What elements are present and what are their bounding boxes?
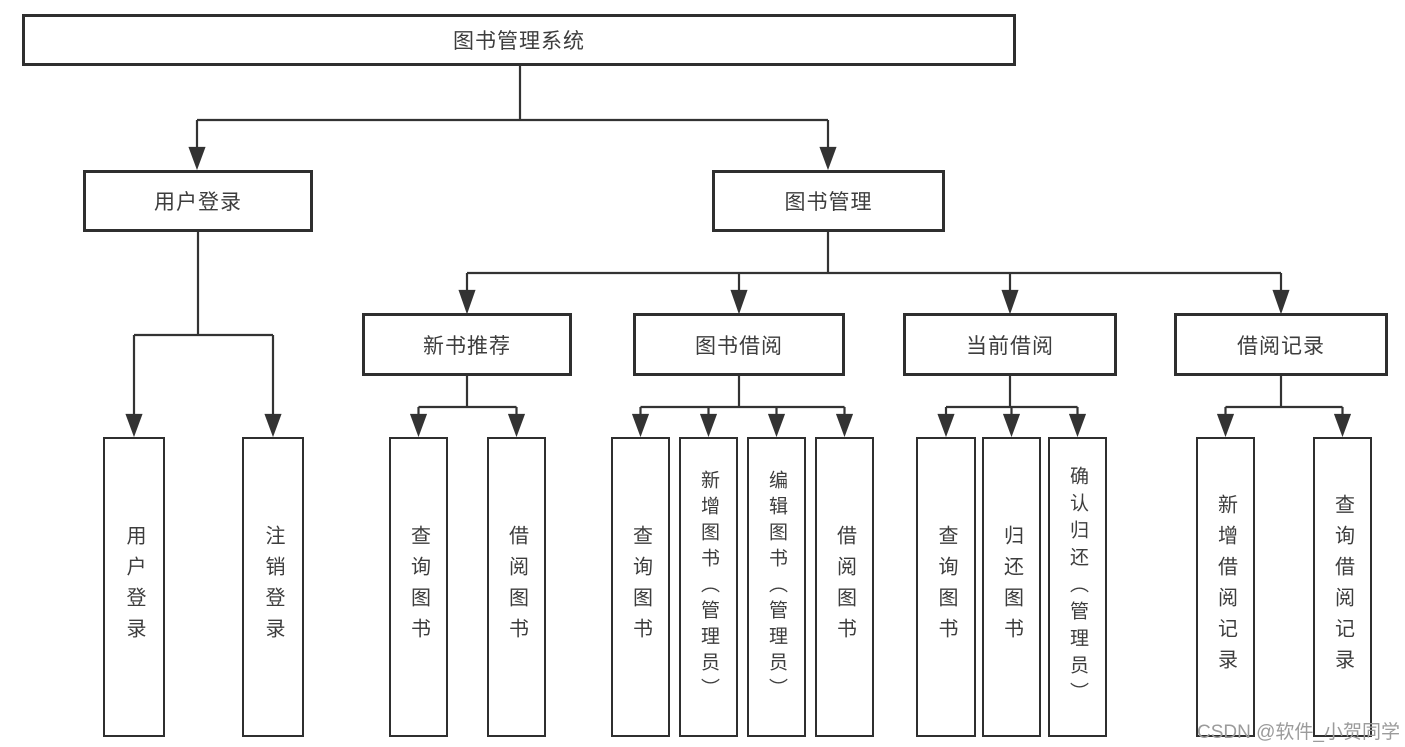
- arrowhead-icon: [507, 413, 526, 438]
- arrowhead-icon: [767, 413, 786, 438]
- arrowhead-icon: [937, 413, 955, 438]
- node-book-borrow: 图书借阅: [633, 313, 845, 376]
- node-label: 图书管理: [784, 191, 873, 214]
- arrowhead-icon: [819, 146, 837, 171]
- leaf-add-book-admin: 新增图书（管理员）: [679, 437, 738, 737]
- leaf-user-login: 用户登录: [103, 437, 165, 737]
- connector-current-borrow-to-leaves: [937, 376, 1087, 438]
- node-label: 新书推荐: [423, 334, 511, 358]
- connector-book-management-to-level3: [458, 232, 1290, 315]
- arrowhead-icon: [409, 413, 428, 438]
- connector-book-borrow-to-leaves: [631, 376, 854, 438]
- node-label: 图书管理系统: [453, 30, 585, 53]
- leaf-label: 查询借阅记录: [1331, 494, 1354, 680]
- node-label: 借阅记录: [1237, 334, 1325, 358]
- node-current-borrow: 当前借阅: [903, 313, 1117, 376]
- arrowhead-icon: [1002, 413, 1021, 438]
- leaf-label: 新增借阅记录: [1214, 494, 1237, 680]
- leaf-query-borrow-record: 查询借阅记录: [1313, 437, 1372, 737]
- leaf-query-book-2: 查询图书: [611, 437, 670, 737]
- node-user-login: 用户登录: [83, 170, 313, 232]
- arrowhead-icon: [458, 289, 476, 315]
- leaf-label: 编辑图书（管理员）: [766, 470, 787, 704]
- csdn-watermark: CSDN @软件_小贺同学: [1197, 722, 1400, 743]
- arrowhead-icon: [264, 413, 282, 438]
- connector-new-book-recommend-to-leaves: [409, 376, 526, 438]
- node-borrow-records: 借阅记录: [1174, 313, 1388, 376]
- node-label: 图书借阅: [695, 334, 783, 358]
- connector-user-login-to-leaves: [125, 232, 282, 438]
- leaf-return-book: 归还图书: [982, 437, 1041, 737]
- connector-borrow-records-to-leaves: [1216, 376, 1352, 438]
- leaf-query-book-1: 查询图书: [389, 437, 448, 737]
- leaf-label: 查询图书: [629, 525, 652, 649]
- leaf-label: 借阅图书: [833, 525, 856, 649]
- node-new-book-recommend: 新书推荐: [362, 313, 572, 376]
- leaf-label: 借阅图书: [505, 525, 528, 649]
- leaf-borrow-book-2: 借阅图书: [815, 437, 874, 737]
- leaf-confirm-return-admin: 确认归还（管理员）: [1048, 437, 1107, 737]
- arrowhead-icon: [631, 413, 650, 438]
- leaf-label: 用户登录: [123, 525, 145, 649]
- leaf-add-borrow-record: 新增借阅记录: [1196, 437, 1255, 737]
- node-label: 用户登录: [154, 191, 242, 214]
- leaf-label: 确认归还（管理员）: [1067, 465, 1088, 709]
- arrowhead-icon: [125, 413, 143, 438]
- leaf-edit-book-admin: 编辑图书（管理员）: [747, 437, 806, 737]
- node-book-management: 图书管理: [712, 170, 945, 232]
- leaf-label: 归还图书: [1000, 525, 1023, 649]
- arrowhead-icon: [1068, 413, 1087, 438]
- arrowhead-icon: [730, 289, 748, 315]
- arrowhead-icon: [188, 146, 206, 171]
- leaf-query-book-3: 查询图书: [916, 437, 976, 737]
- arrowhead-icon: [1001, 289, 1019, 315]
- node-root-system: 图书管理系统: [22, 14, 1016, 66]
- leaf-label: 新增图书（管理员）: [698, 470, 719, 704]
- arrowhead-icon: [699, 413, 718, 438]
- node-label: 当前借阅: [966, 334, 1054, 358]
- leaf-label: 注销登录: [262, 525, 284, 649]
- leaf-borrow-book-1: 借阅图书: [487, 437, 546, 737]
- arrowhead-icon: [835, 413, 854, 438]
- arrowhead-icon: [1333, 413, 1352, 438]
- arrowhead-icon: [1216, 413, 1235, 438]
- leaf-label: 查询图书: [407, 525, 430, 649]
- arrowhead-icon: [1272, 289, 1290, 315]
- leaf-label: 查询图书: [935, 525, 957, 649]
- connector-root-to-level2: [188, 66, 837, 171]
- leaf-logout: 注销登录: [242, 437, 304, 737]
